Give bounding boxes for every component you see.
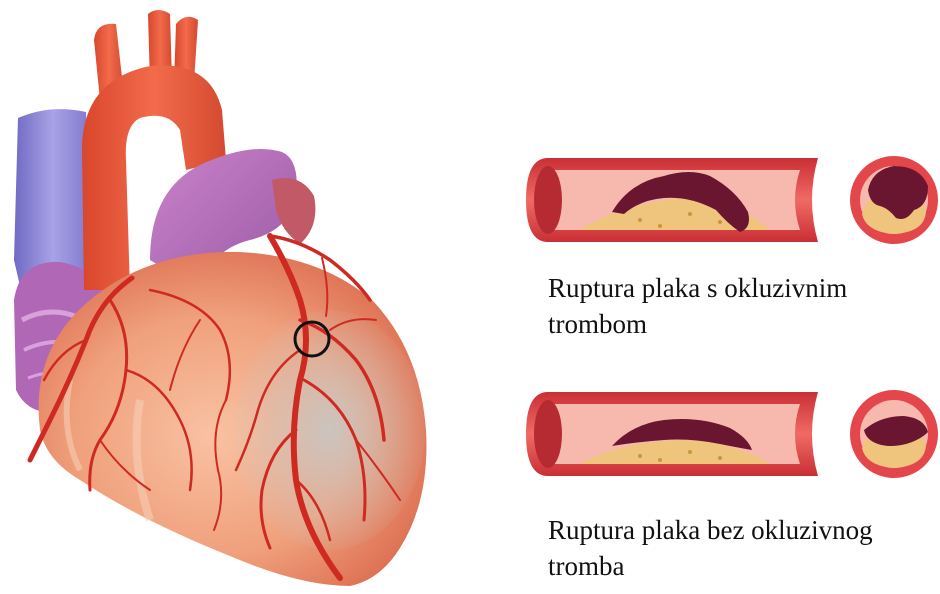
caption-line-1: Ruptura plaka bez okluzivnog [548, 512, 928, 548]
vessel-non-occlusive-section [526, 392, 818, 476]
caption-occlusive-thrombus: Ruptura plaka s okluzivnim trombom [548, 270, 928, 342]
ischemic-area [235, 310, 425, 550]
vessel-non-occlusive-cross-section [850, 390, 938, 478]
vessel-occlusive-cross-section [850, 156, 938, 244]
caption-non-occlusive-thrombus: Ruptura plaka bez okluzivnog tromba [548, 512, 928, 584]
caption-line-2: trombom [548, 306, 928, 342]
heart-illustration [14, 10, 426, 586]
left-atrium-appendage [272, 178, 315, 244]
caption-line-2: tromba [548, 548, 928, 584]
caption-line-1: Ruptura plaka s okluzivnim [548, 270, 928, 306]
vessel-occlusive-section [526, 158, 818, 242]
